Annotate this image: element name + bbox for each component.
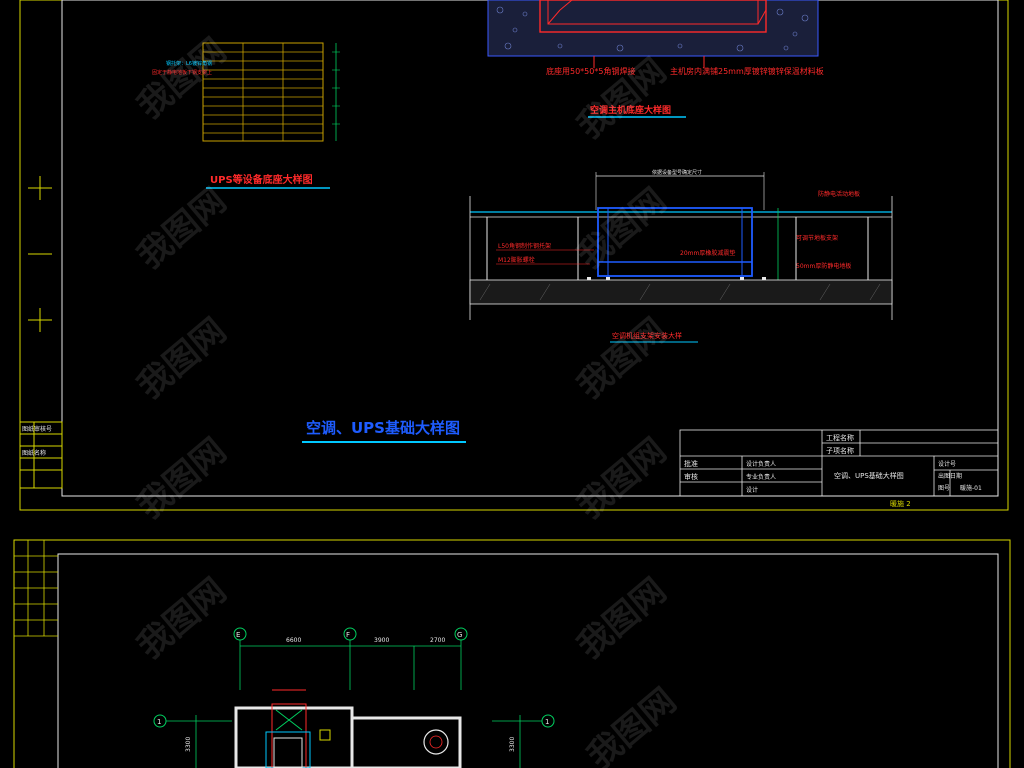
ups-note-2: 固定于静电地板下钢支架上 [152, 69, 212, 76]
concrete-fill [487, 0, 819, 57]
ac-base-right-label: 主机房内满铺25mm厚镀锌镀锌保温材料板 [670, 66, 824, 76]
dim-3300-left: 3300 [185, 737, 192, 752]
gravel-texture [496, 6, 809, 52]
ups-grid-lines [203, 43, 323, 141]
sub-label: 子项名称 [826, 446, 854, 455]
side-label-1: 图纸审核号 [22, 425, 52, 433]
grid-bubble-1-left: 1 [157, 718, 161, 726]
drawing-title: 空调、UPS基础大样图 [834, 471, 904, 480]
issue-date-label: 出图日期 [938, 472, 962, 480]
sheet-1: 图纸审核号 图纸名称 底座用50*50*5角钢焊接 主机房内满铺25mm厚镀锌镀… [19, 0, 1009, 511]
dim-2700: 2700 [430, 637, 445, 644]
drawing-no-label: 图号 [938, 485, 950, 492]
ups-base-detail: 钢托架：L6镀锌角钢 固定于静电地板下钢支架上 UPS等设备底座大样图 [152, 42, 340, 189]
grid-bubble-1-right: 1 [545, 718, 549, 726]
base-frame-outer [539, 0, 767, 33]
title-block-text: 工程名称 子项名称 批准 设计负责人 审核 专业负责人 设计 空调、UPS基础大… [684, 433, 982, 494]
side-revision-table: 图纸审核号 图纸名称 [19, 421, 63, 489]
review-label: 审核 [684, 472, 698, 481]
rack-mid-label: 20mm厚橡胶减震垫 [680, 249, 735, 257]
floor-plan [234, 689, 462, 768]
slab [469, 279, 893, 305]
main-title: 空调、UPS基础大样图 [306, 419, 460, 437]
watermark-6: 我图网 [570, 51, 674, 147]
ac-base-title: 空调主机底座大样图 [590, 104, 671, 116]
watermark-11: 我图网 [580, 681, 684, 768]
design-lead-label: 设计负责人 [746, 460, 776, 468]
rack-title: 空调机组支架安装大样 [612, 331, 682, 340]
ups-note-1: 钢托架：L6镀锌角钢 [166, 60, 212, 67]
ac-base-detail: 底座用50*50*5角钢焊接 主机房内满铺25mm厚镀锌镀锌保温材料板 空调主机… [487, 0, 824, 118]
discipline-lead-label: 专业负责人 [746, 473, 776, 481]
sheet-2-inner-frame [57, 553, 999, 768]
rack-frame [597, 207, 753, 277]
grid-bubble-g: G [457, 631, 462, 639]
sheet-2: E F G 6600 3900 2700 1 1 3300 3300 [13, 539, 1011, 768]
footer-page-label: 暖施 2 [890, 499, 911, 508]
sheet-number: 暖施-01 [960, 484, 982, 492]
grid-axes-side: 1 1 3300 3300 [153, 714, 555, 768]
grid-axes-top: E F G 6600 3900 2700 [233, 627, 468, 690]
watermark-4: 我图网 [130, 431, 234, 527]
watermark-10: 我图网 [570, 571, 674, 667]
ac-base-left-label: 底座用50*50*5角钢焊接 [546, 66, 635, 76]
rack-right-label-1: 防静电活动地板 [818, 190, 860, 198]
dim-3900: 3900 [374, 637, 389, 644]
dim-6600: 6600 [286, 637, 301, 644]
watermark-8: 我图网 [570, 311, 674, 407]
rack-right-label-2: 可调节地板支架 [796, 234, 838, 242]
grid-bubble-f: F [346, 631, 350, 639]
side-label-2: 图纸名称 [22, 449, 46, 457]
title-block [679, 429, 999, 497]
rack-left-label-2: M12膨胀螺栓 [498, 256, 535, 264]
ac-rack-section: 依据设备型号确定尺寸 L50角 [469, 169, 893, 343]
dim-3300-right: 3300 [509, 737, 516, 752]
rack-left-label-1: L50角钢制作钢托架 [498, 242, 551, 250]
watermark-2: 我图网 [130, 181, 234, 277]
sheet-2-side-table [14, 540, 58, 637]
floor-pedestals [486, 217, 869, 280]
designer-label: 设计 [746, 486, 758, 494]
watermark-5: 我图网 [130, 571, 234, 667]
left-registration-marks [28, 176, 52, 332]
ups-grid-frame [202, 42, 324, 142]
ups-title: UPS等设备底座大样图 [210, 173, 313, 186]
watermark-9: 我图网 [570, 431, 674, 527]
sheet-1-outer-frame [19, 0, 1009, 511]
grid-bubble-e: E [236, 631, 240, 639]
watermark-3: 我图网 [130, 311, 234, 407]
rack-right-label-3: 50mm厚防静电地板 [796, 262, 851, 270]
sheet-2-outer-frame [13, 539, 1011, 768]
approve-label: 批准 [684, 459, 698, 468]
rack-top-label: 依据设备型号确定尺寸 [652, 169, 702, 176]
base-frame-inner [547, 0, 759, 25]
design-no-label: 设计号 [938, 460, 956, 468]
sheet-1-inner-frame [61, 0, 999, 497]
project-label: 工程名称 [826, 433, 854, 442]
